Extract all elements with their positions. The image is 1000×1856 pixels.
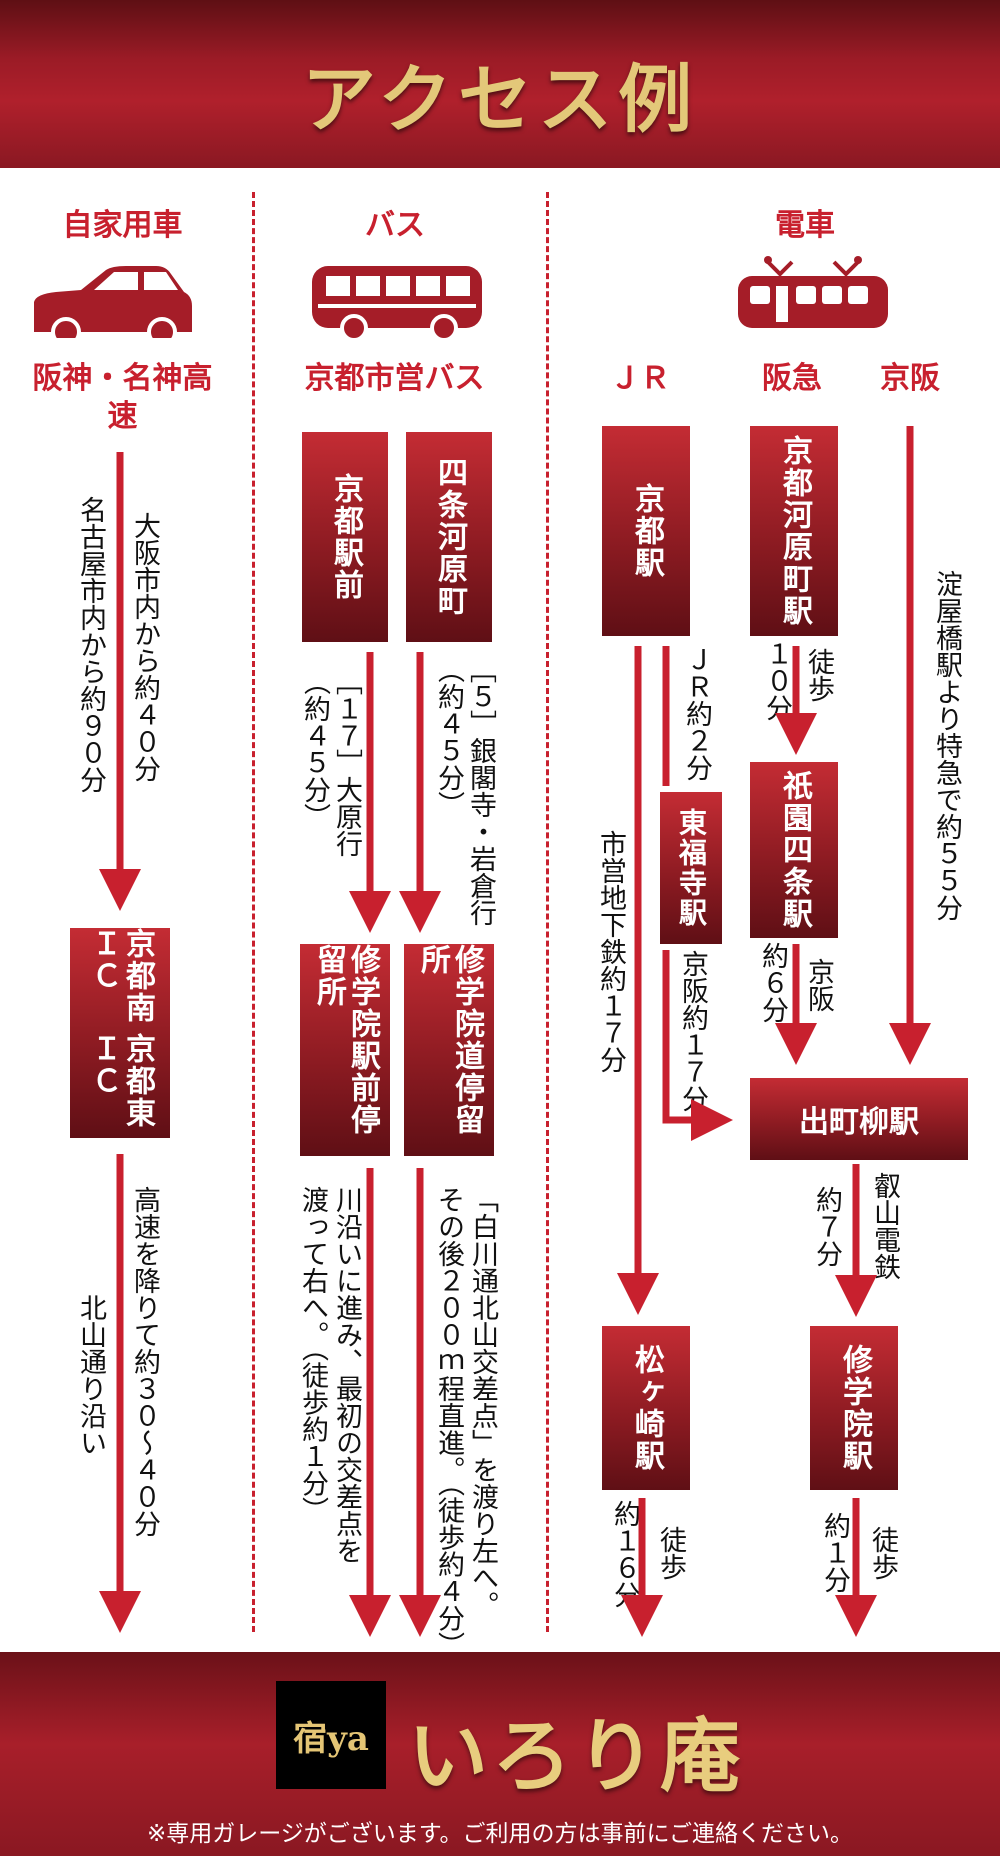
ic-higashi: 京都東ＩＣ (86, 1033, 155, 1129)
car-icon (34, 266, 192, 338)
kitayama-note: 北山通り沿い (75, 1294, 106, 1456)
page-title: アクセス例 (301, 57, 699, 143)
walk-route-1: 川沿いに進み、最初の交差点を (331, 1186, 362, 1564)
station-tofukuji: 東福寺駅 (660, 792, 722, 944)
osaka-time: 大阪市内から約４０分 (129, 512, 160, 782)
route-17: ［１７］大原行 (331, 668, 362, 857)
walk-route-1b: 渡って右へ。（徒歩約１分） (297, 1186, 328, 1524)
column-title-bus: バス (365, 208, 425, 243)
column-divider (252, 192, 255, 1632)
garage-note: ※専用ガレージがございます。ご利用の方は事前にご連絡ください。 (146, 1821, 854, 1847)
train-icon (738, 256, 888, 328)
line-keihan: 京阪 (880, 361, 940, 396)
line-jr: ＪＲ (610, 361, 670, 396)
walk-label-matsugasaki: 徒歩 (655, 1526, 686, 1580)
ic-minami: 京都南ＩＣ (86, 928, 155, 1024)
keihan-6-time: 約６分 (757, 942, 788, 1023)
station-kyoto: 京都駅 (602, 426, 690, 636)
station-gion-shijo: 祇園四条駅 (750, 762, 838, 938)
walk-time-matsugasaki: 約１６分 (609, 1500, 640, 1608)
walk-route-2: 「白川通北山交差点」を渡り左へ。 (467, 1186, 498, 1618)
yodoyabashi-time: 淀屋橋駅より特急で約５５分 (931, 570, 962, 921)
walk-time-shugakuin: 約１分 (819, 1512, 850, 1593)
footer-banner: 宿ya いろり庵 ※専用ガレージがございます。ご利用の方は事前にご連絡ください。 (0, 1652, 1000, 1856)
bus-icon (312, 266, 482, 340)
walk-route-2b: その後２００ｍ程直進。（徒歩約４分） (433, 1186, 464, 1659)
walk-label-10: 徒歩 (803, 648, 834, 702)
bus-company: 京都市営バス (304, 361, 485, 396)
logo: 宿ya (276, 1681, 386, 1789)
column-title-train: 電車 (775, 208, 835, 243)
column-divider (546, 192, 549, 1632)
stop-shijo-kawaramachi: 四条河原町 (406, 432, 492, 642)
eizan-label: 叡山電鉄 (869, 1172, 900, 1280)
stop-kyoto-station: 京都駅前 (302, 432, 388, 642)
jr-time: ＪＲ約２分 (681, 646, 712, 781)
route-5: ［５］銀閣寺・岩倉行 (465, 656, 496, 926)
station-matsugasaki: 松ヶ崎駅 (602, 1326, 690, 1490)
walk-label-shugakuin: 徒歩 (867, 1526, 898, 1580)
highway-label: 阪神・名神高速 (32, 361, 213, 434)
brand-name: いろり庵 (408, 1709, 744, 1803)
header-banner: アクセス例 (0, 0, 1000, 168)
column-title-car: 自家用車 (62, 208, 183, 243)
station-kawaramachi: 京都河原町駅 (750, 426, 838, 636)
walk-time-10: １０分 (761, 640, 792, 721)
station-shugakuin: 修学院駅 (810, 1326, 898, 1490)
route-5-time: （約４５分） (433, 656, 464, 818)
eizan-time: 約７分 (811, 1186, 842, 1267)
subway-time: 市営地下鉄約１７分 (595, 830, 626, 1073)
exit-time: 高速を降りて約３０〜４０分 (129, 1186, 160, 1537)
keihan-6-label: 京阪 (803, 958, 834, 1012)
keihan-17-time: 京阪約１７分 (677, 950, 708, 1112)
line-hankyu: 阪急 (762, 361, 822, 396)
arrive-shugakuin-michi: 修学院道停留所 (404, 944, 494, 1156)
ic-box: 京都南ＩＣ 京都東ＩＣ (70, 928, 170, 1138)
arrive-shugakuin-ekimae: 修学院駅前停留所 (300, 944, 390, 1156)
arrow-group (99, 426, 931, 1637)
station-demachiyanagi: 出町柳駅 (750, 1078, 968, 1160)
route-17-time: （約４５分） (299, 668, 330, 830)
nagoya-time: 名古屋市内から約９０分 (75, 496, 106, 793)
